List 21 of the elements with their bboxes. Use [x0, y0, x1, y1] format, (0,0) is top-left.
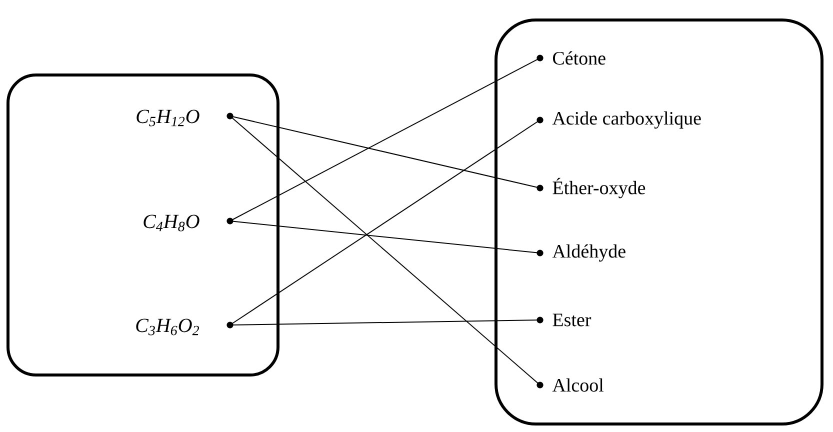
formula-item: C$_{3}$H$_{6}$O$_{2}$ [136, 318, 234, 336]
node-label: Alcool [552, 378, 604, 392]
list-item: Alcool [536, 378, 604, 392]
list-item: Acide carboxylique [536, 111, 701, 129]
connecting-line [230, 120, 540, 326]
list-panel [6, 74, 280, 376]
node-label: C$_{4}$H$_{8}$O [144, 214, 200, 232]
list-item: Cétone [536, 51, 606, 65]
connecting-line [230, 58, 540, 222]
list-item: Aldéhyde [536, 244, 626, 262]
list-panel [494, 18, 824, 426]
formula-item: C$_{5}$H$_{12}$O [136, 110, 234, 126]
node-label: Cétone [552, 51, 606, 65]
node-label: Ester [552, 314, 592, 326]
connecting-line [230, 116, 540, 386]
node-label: C$_{3}$H$_{6}$O$_{2}$ [136, 318, 199, 336]
node-label: Aldéhyde [552, 244, 626, 262]
formula-item: C$_{4}$H$_{8}$O [144, 214, 234, 232]
node-label: C$_{5}$H$_{12}$O [136, 110, 200, 126]
list-item: Ester [536, 314, 592, 326]
list-item: Éther-oxyde [536, 178, 646, 198]
